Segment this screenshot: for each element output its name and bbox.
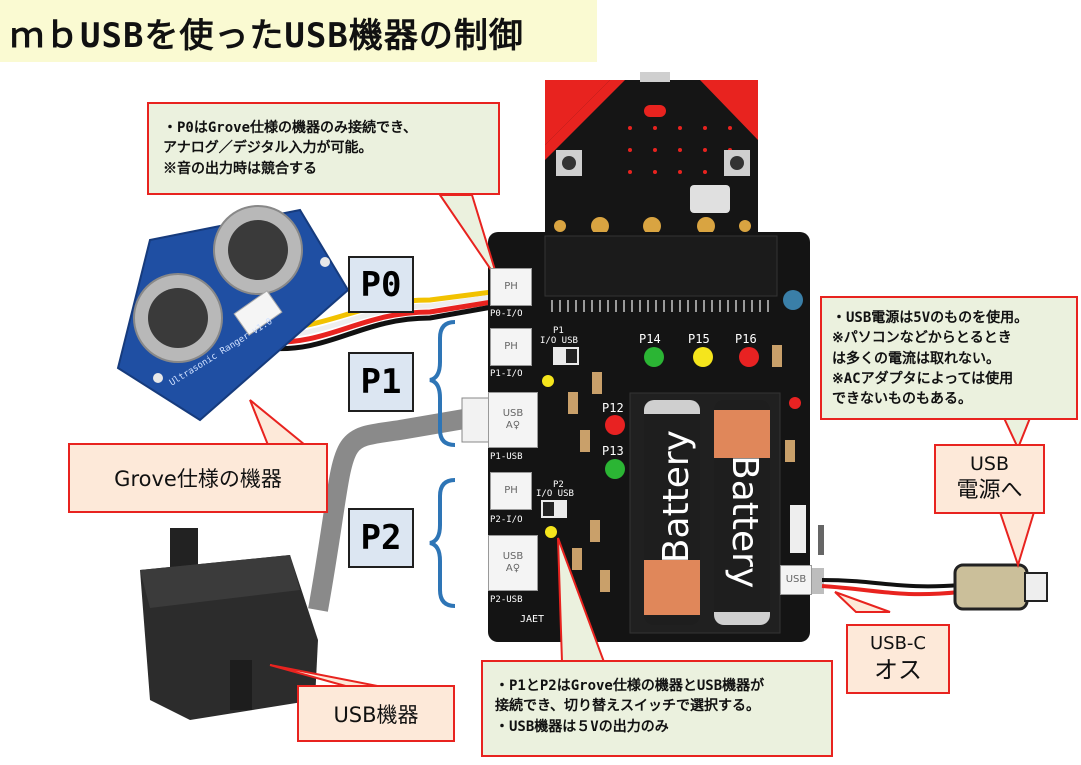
usb-device-cable	[308, 408, 472, 612]
p2-usb-port: USB A♀	[488, 535, 538, 591]
title-banner	[0, 0, 597, 62]
battery-right-label: Battery	[724, 455, 765, 589]
microbit	[545, 72, 758, 240]
pin-label-p1: P1	[348, 352, 414, 412]
battery-left: Battery	[644, 400, 700, 625]
silk-p0-io: P0-I/O	[490, 309, 523, 319]
p0-note-pointer	[438, 194, 499, 281]
p0-note: ・P0はGrove仕様の機器のみ接続でき、 アナログ／デジタル入力が可能。 ※音…	[147, 102, 500, 195]
usb-device-callout: USB機器	[297, 685, 455, 742]
silk-p2-io: P2-I/O	[490, 515, 523, 525]
p2-usb-port-label: USB	[502, 551, 524, 562]
grove-device-callout: Grove仕様の機器	[68, 443, 328, 513]
silk-p1-usb: P1-USB	[490, 452, 523, 462]
page-title: ｍｂUSBを使ったUSB機器の制御	[10, 16, 524, 56]
usb-a-plug	[461, 397, 493, 443]
usbc-power-cable	[821, 563, 1048, 611]
silk-p12: P12	[602, 401, 624, 415]
battery-left-label: Battery	[656, 430, 697, 564]
usb-power-port: USB	[780, 565, 812, 595]
usb-power-callout-pointer	[998, 511, 1036, 569]
silk-p13: P13	[602, 444, 624, 458]
silk-p1-io: P1-I/O	[490, 369, 523, 379]
usbc-callout: USB-C オス	[846, 624, 950, 694]
silk-p2-switch: P2	[553, 480, 564, 490]
grove-callout-pointer	[249, 399, 308, 446]
p0-grove-port: PH	[490, 268, 532, 306]
usbc-callout-line2: オス	[874, 656, 922, 685]
silk-brand: JAET	[520, 614, 545, 625]
usbc-callout-line1: USB-C	[869, 632, 926, 654]
usb-water-pump	[140, 528, 318, 720]
grove-cable-black	[265, 304, 493, 352]
silk-p1-switch: P1	[553, 326, 564, 336]
p1p2-note: ・P1とP2はGrove仕様の機器とUSB機器が 接続でき、切り替えスイッチで選…	[481, 660, 833, 757]
usb-power-note: ・USB電源は5Vのものを使用。 ※パソコンなどからとるとき は多くの電流は取れ…	[820, 296, 1078, 420]
p2-bracket	[429, 478, 456, 608]
usb-symbol-icon: A♀	[505, 563, 521, 574]
pin-label-p2: P2	[348, 508, 414, 568]
p1-usb-port: USB A♀	[488, 392, 538, 448]
ultrasonic-sensor	[116, 205, 350, 422]
p1-usb-port-label: USB	[502, 408, 524, 419]
silk-p2-io-usb: I/O USB	[536, 489, 574, 499]
silk-p2-usb: P2-USB	[490, 595, 523, 605]
pin-label-p0: P0	[348, 256, 414, 313]
p2-grove-port: PH	[490, 472, 532, 510]
usb-power-callout-line1: USB	[969, 453, 1009, 476]
silk-p14: P14	[639, 332, 661, 346]
battery-right: Battery	[714, 400, 770, 625]
usb-power-callout-line2: 電源へ	[956, 478, 1023, 504]
p1-grove-port: PH	[490, 328, 532, 366]
usb-power-callout: USB 電源へ	[934, 444, 1045, 514]
silk-p16: P16	[735, 332, 757, 346]
usbc-callout-pointer	[834, 591, 891, 613]
usb-symbol-icon: A♀	[505, 420, 521, 431]
silk-p1-io-usb: I/O USB	[540, 336, 578, 346]
p1-bracket	[429, 320, 456, 447]
silk-p15: P15	[688, 332, 710, 346]
